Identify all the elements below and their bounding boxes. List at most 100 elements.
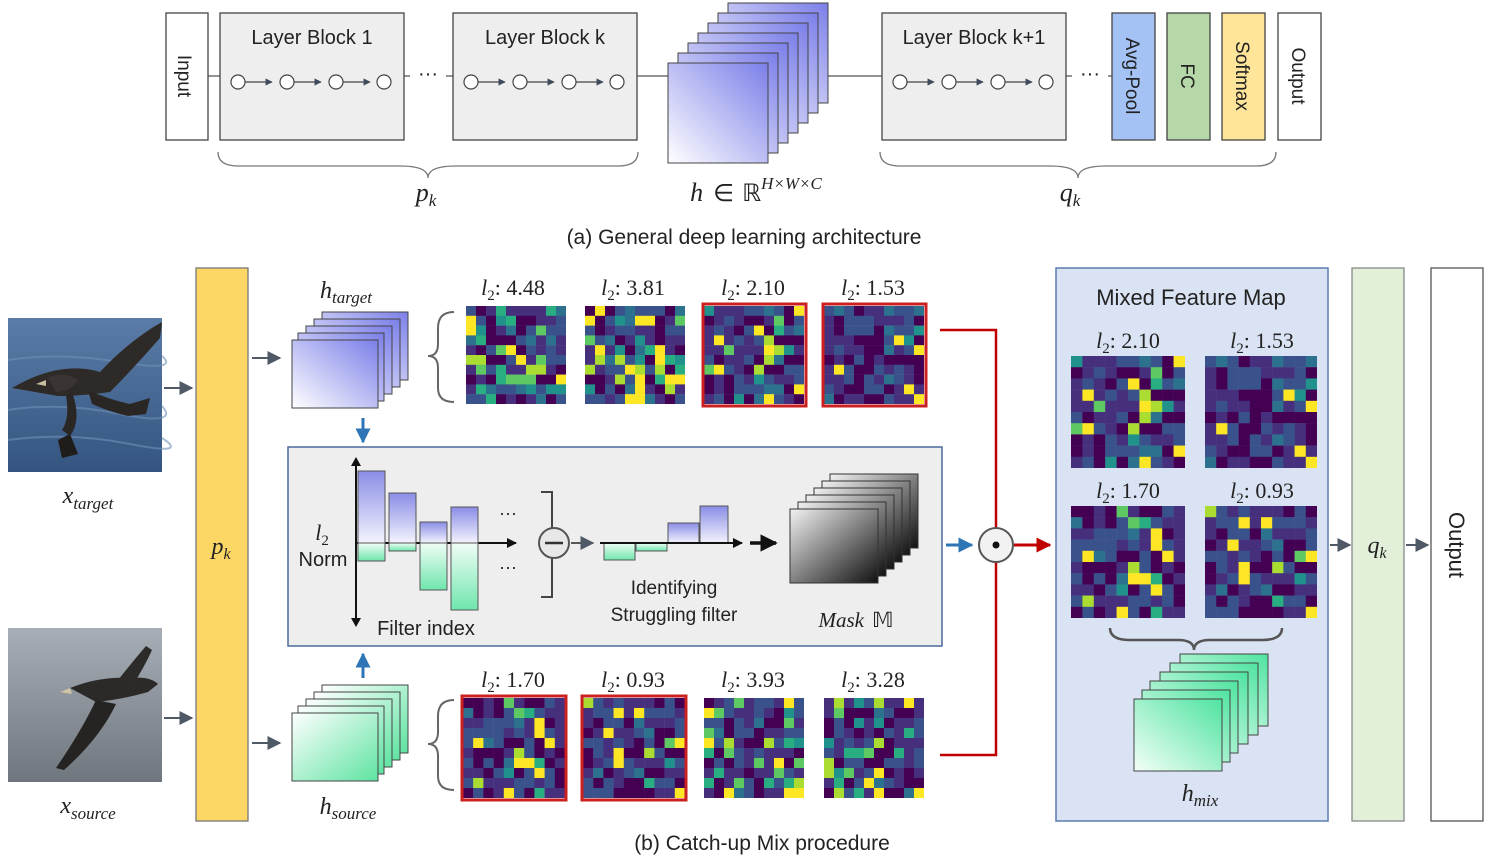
part-b-catchup-mix: xtarget xsource pk htarget hsource xyxy=(7,267,1484,855)
qk-column xyxy=(1351,267,1405,822)
h-mix-label: hmix xyxy=(1182,781,1219,810)
target-to-product-line xyxy=(940,328,998,528)
bar-target-4 xyxy=(450,506,479,544)
diff-bar-3 xyxy=(667,522,700,544)
output-label-b: Output xyxy=(1444,512,1469,578)
source-bird-photo xyxy=(8,628,162,782)
ellipsis-1: ··· xyxy=(418,63,438,85)
mixed-map-3-norm: l2: 1.70 xyxy=(1096,478,1160,507)
caption-b: (b) Catch-up Mix procedure xyxy=(634,832,890,855)
h-source-stack xyxy=(291,684,409,782)
target-map-3: l2: 2.10 xyxy=(701,275,808,408)
fc-label: FC xyxy=(1176,63,1197,88)
ellipsis-2: ··· xyxy=(1080,63,1100,85)
source-map-3: l2: 3.93 xyxy=(704,667,804,798)
source-map-2-norm: l2: 0.93 xyxy=(601,667,665,696)
output-box-a xyxy=(1277,12,1322,141)
input-box xyxy=(165,12,209,141)
bar-source-3 xyxy=(419,542,448,591)
target-bird-photo xyxy=(7,318,172,472)
layer-block-k1-label: Layer Block k+1 xyxy=(903,27,1046,49)
diff-bar-1 xyxy=(603,542,636,561)
feature-map-stack-h xyxy=(667,2,829,164)
input-label: Input xyxy=(173,55,194,98)
h-source-label: hsource xyxy=(320,794,377,823)
h-mix-stack xyxy=(1133,653,1269,772)
l2-norm-symbol: l2 xyxy=(315,520,329,549)
mixed-map-4-norm: l2: 0.93 xyxy=(1230,478,1294,507)
target-map-4: l2: 1.53 xyxy=(821,275,928,408)
target-map-2: l2: 3.81 xyxy=(585,275,685,404)
bar-source-2 xyxy=(388,542,417,552)
target-map-2-norm: l2: 3.81 xyxy=(601,275,665,304)
dots-bottom: ··· xyxy=(499,557,517,577)
source-map-1-highlight xyxy=(460,694,568,802)
mixed-title: Mixed Feature Map xyxy=(1096,285,1286,310)
h-target-stack xyxy=(291,311,409,409)
x-source-label: xsource xyxy=(59,793,116,823)
diff-bar-4 xyxy=(699,505,729,544)
diff-bar-2 xyxy=(635,542,668,552)
mixed-map-1-norm: l2: 2.10 xyxy=(1096,328,1160,357)
source-map-2-highlight xyxy=(580,694,688,802)
h-space-label: h∈ℝH×W×C xyxy=(690,174,822,207)
norm-label: Norm xyxy=(299,549,348,571)
pk-label-b: pk xyxy=(209,534,231,563)
identify-line-2: Struggling filter xyxy=(611,605,738,626)
avgpool-label: Avg-Pool xyxy=(1121,38,1142,115)
layer-block-k1: Layer Block k+1 xyxy=(881,12,1067,141)
layer-block-k1-nodes xyxy=(892,74,1054,90)
target-heatmaps: l2: 4.48 l2: 3.81 l2: 2.10 l2: 1.53 xyxy=(466,275,928,408)
x-target-label: xtarget xyxy=(62,483,115,513)
part-a-architecture: Input Layer Block 1 ··· Layer Block k xyxy=(165,2,1322,249)
bar-target-1 xyxy=(357,470,386,544)
target-map-3-highlight xyxy=(701,302,808,408)
mixed-map-4: l2: 0.93 xyxy=(1205,478,1317,618)
bar-target-2 xyxy=(388,492,417,544)
mask-stack xyxy=(789,473,919,584)
mixed-map-3: l2: 1.70 xyxy=(1071,478,1185,618)
target-map-4-highlight xyxy=(821,302,928,408)
target-map-1: l2: 4.48 xyxy=(466,275,566,404)
dots-top: ··· xyxy=(499,503,517,523)
softmax-label: Softmax xyxy=(1231,41,1252,111)
fc-box xyxy=(1166,12,1211,141)
target-map-4-norm: l2: 1.53 xyxy=(841,275,905,304)
layer-block-k-nodes xyxy=(463,74,625,90)
brace-source-maps xyxy=(427,699,455,791)
target-map-1-norm: l2: 4.48 xyxy=(481,275,545,304)
pk-label-a: pk xyxy=(414,178,437,210)
bar-target-3 xyxy=(419,521,448,544)
avgpool-box xyxy=(1111,12,1156,141)
layer-block-k: Layer Block k xyxy=(452,12,638,141)
filter-norm-panel: ··· ··· l2 Norm Filter index Identifying… xyxy=(287,446,943,647)
brace-qk xyxy=(879,151,1277,179)
caption-a: (a) General deep learning architecture xyxy=(567,226,922,249)
mixed-map-1: l2: 2.10 xyxy=(1071,328,1185,468)
source-map-2: l2: 0.93 xyxy=(580,667,688,802)
source-heatmaps: l2: 1.70 l2: 0.93 l2: 3.93 l2: 3.28 xyxy=(460,667,924,802)
filter-index-label: Filter index xyxy=(377,618,475,640)
source-map-3-norm: l2: 3.93 xyxy=(721,667,785,696)
target-map-3-norm: l2: 2.10 xyxy=(721,275,785,304)
layer-block-1: Layer Block 1 xyxy=(219,12,405,141)
identify-line-1: Identifying xyxy=(631,578,718,599)
source-map-1-norm: l2: 1.70 xyxy=(481,667,545,696)
brace-mixed xyxy=(1108,627,1284,651)
brace-pk xyxy=(217,151,639,179)
bar-source-1 xyxy=(357,542,386,562)
layer-block-1-nodes xyxy=(230,74,392,90)
output-label-a: Output xyxy=(1287,47,1308,105)
mixed-map-2-norm: l2: 1.53 xyxy=(1230,328,1294,357)
mixed-feature-map-panel: Mixed Feature Map l2: 2.10 l2: 1.53 l2: … xyxy=(1055,267,1329,822)
source-to-product-line xyxy=(940,562,998,757)
bar-source-4 xyxy=(450,542,479,611)
brace-target-maps xyxy=(427,311,455,403)
pk-column xyxy=(195,267,249,822)
layer-block-1-label: Layer Block 1 xyxy=(251,27,372,49)
layer-block-k-label: Layer Block k xyxy=(485,27,606,49)
source-map-1: l2: 1.70 xyxy=(460,667,568,802)
mixed-map-2: l2: 1.53 xyxy=(1205,328,1317,468)
